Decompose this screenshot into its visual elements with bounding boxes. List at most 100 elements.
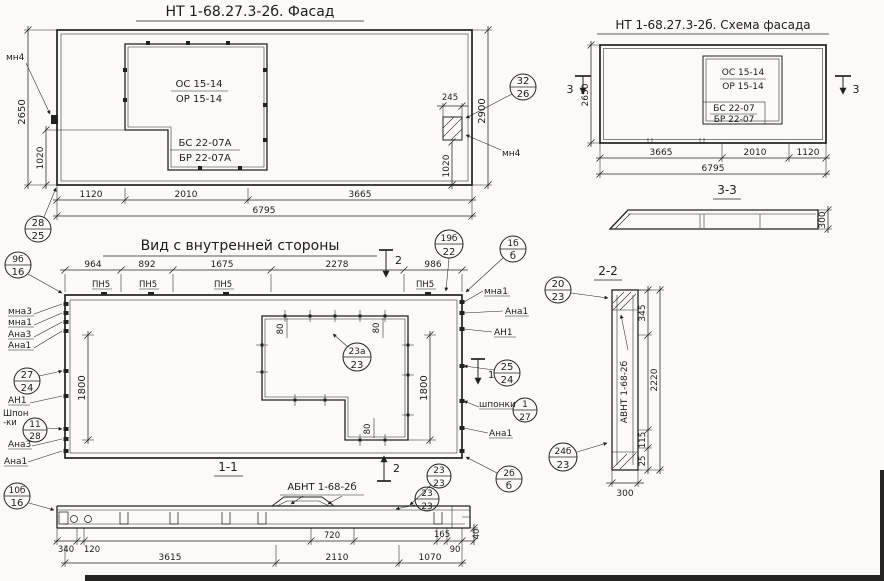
section-11-view: АБНТ 1-68-2б 10б 16 (3, 482, 471, 529)
inner-dim-80-group: 80 80 80 (276, 318, 384, 438)
section-22-callout-top: 20 23 (544, 276, 609, 304)
scheme-dim-1120: 1120 (797, 148, 820, 158)
section-33-title: 3-3 (717, 183, 737, 197)
dim-2110: 2110 (326, 553, 349, 563)
callout-24b: 24 (501, 375, 514, 386)
scheme-section-mark-right-label: 3 (853, 83, 860, 96)
facade-dim-2900: 2900 (477, 98, 488, 123)
inner-panel-outline (63, 294, 465, 459)
pn5-label-3: ПН5 (214, 280, 232, 290)
facade-dim-2010: 2010 (175, 190, 198, 200)
facade-dim-1120: 1120 (80, 190, 103, 200)
section-22-body (611, 289, 639, 471)
inner-window-opening (256, 310, 414, 446)
dim-300: 300 (616, 489, 633, 499)
pn5-label-2: ПН5 (139, 280, 157, 290)
inner-dim-964: 964 (84, 260, 101, 270)
inner-dim-986: 986 (424, 260, 441, 270)
dim-115: 115 (638, 432, 648, 448)
label-ana1-right: Ана1 (505, 307, 528, 317)
facade-dim-right: 2900 1020 245 (437, 26, 492, 189)
callout-16b: 16 (11, 498, 24, 509)
inner-section2-bottom-label: 2 (393, 462, 400, 475)
section-22-callout-bottom: 24б 23 (548, 442, 608, 472)
facade-callout-corner: 28 25 (24, 187, 57, 243)
callout-1b: 1б (507, 239, 519, 249)
label-shponki-right: шпонки (479, 400, 516, 410)
facade-panel-outline (56, 29, 473, 186)
facade-callout-window: 32 26 (465, 73, 537, 119)
callout-28b: 28 (29, 432, 41, 442)
dim-345: 345 (638, 304, 648, 321)
inner-dim-1800-right-label: 1800 (419, 375, 430, 400)
section-33-dim-300: 300 (818, 211, 828, 228)
callout-32: 32 (517, 76, 530, 87)
facade-window-anchor-squares (123, 41, 267, 170)
callout-24: 24 (21, 383, 34, 394)
inner-title: Вид с внутренней стороны (141, 238, 340, 254)
inner-dim-2278: 2278 (326, 260, 349, 270)
scheme-section-mark-left-label: 3 (567, 83, 574, 96)
inner-callout-23a-23: 23а 23 (332, 333, 372, 372)
facade-dim-1020-left: 1020 (36, 146, 46, 169)
label-shponki-1: Шпон (3, 409, 28, 419)
callout-23-a-bottom: 23 (433, 479, 444, 489)
scheme-window-mark-top: ОС 15-14 (722, 68, 765, 78)
facade-window-mark: ОС 15-14 ОР 15-14 (171, 79, 228, 105)
inner-panel-edge-anchors (63, 300, 465, 453)
facade-dim-2650: 2650 (17, 99, 28, 124)
callout-23c: 23 (552, 292, 565, 303)
dim-90: 90 (450, 545, 461, 555)
scheme-dim-6795: 6795 (702, 164, 725, 174)
callout-27b: 27 (519, 413, 530, 423)
inner-dim-80-c: 80 (363, 424, 373, 435)
facade-window-mark-top: ОС 15-14 (175, 79, 222, 90)
callout-b2: б (506, 481, 512, 492)
facade-dim-245: 245 (442, 93, 458, 103)
inner-section11-title: 1-1 (214, 460, 243, 477)
scheme-view: НТ 1-68.27.3-2б. Схема фасада ОС 15-14 О… (567, 18, 860, 233)
facade-panel-mark: БС 22-07А БР 22-07А (170, 138, 240, 164)
facade-window-mark-bottom: ОР 15-14 (176, 94, 222, 105)
inner-dim-80-a: 80 (276, 324, 286, 335)
scheme-section-mark-left: 3 (567, 75, 591, 96)
facade-dim-left: 2650 1020 (17, 26, 124, 189)
callout-b: б (510, 251, 516, 262)
dim-25: 25 (638, 456, 648, 467)
pn5-label-4: ПН5 (416, 280, 434, 290)
callout-10b: 10б (8, 486, 25, 496)
callout-22: 22 (443, 247, 456, 258)
section-22-view: 2-2 20 23 24б 23 АВНТ 1-68-2б (544, 264, 664, 499)
inner-dim-1800-left: 1800 (77, 331, 94, 444)
inner-section2-mark-bottom: 2 (377, 455, 400, 482)
label-mna1-right: мна1 (484, 287, 508, 297)
section-22-dims: 345 115 25 2220 300 (606, 286, 664, 499)
label-ana3-bottom: Ана3 (8, 440, 31, 450)
facade-view: НТ 1-68.27.3-2б. Фасад ОС 15-14 ОР 15-14… (6, 4, 537, 243)
callout-2b: 2б (503, 469, 515, 479)
callout-23a-b: 23 (351, 360, 364, 371)
label-shponki-2: -ки (3, 418, 17, 428)
callout-23d: 23 (557, 460, 570, 471)
pn5-label-1: ПН5 (92, 280, 110, 290)
facade-dim-3665: 3665 (349, 190, 372, 200)
callout-26: 26 (517, 89, 530, 100)
label-an1-left: АН1 (8, 396, 27, 406)
scheme-dim-2650: 2650 (581, 83, 591, 106)
scheme-dim-3665: 3665 (650, 148, 673, 158)
callout-19b: 19б (440, 234, 457, 244)
dim-1070: 1070 (419, 553, 442, 563)
callout-23-a-top: 23 (433, 466, 444, 476)
dim-720: 720 (324, 531, 340, 541)
facade-window-opening (123, 41, 268, 171)
callout-1: 1 (522, 400, 528, 410)
dim-3615: 3615 (159, 553, 182, 563)
inner-left-callouts: 9б 16 мна3 мна1 Ана3 Ана1 27 24 АН1 Шпон (3, 251, 63, 467)
dim-165: 165 (434, 530, 450, 540)
scheme-section-mark-right: 3 (835, 75, 860, 96)
callout-9b: 9б (12, 255, 24, 265)
inner-dim-1675: 1675 (211, 260, 234, 270)
facade-anchor-right-label: мн4 (502, 149, 521, 159)
avnt-label: АВНТ 1-68-2б (620, 360, 630, 423)
callout-23-b-top: 23 (421, 489, 432, 499)
